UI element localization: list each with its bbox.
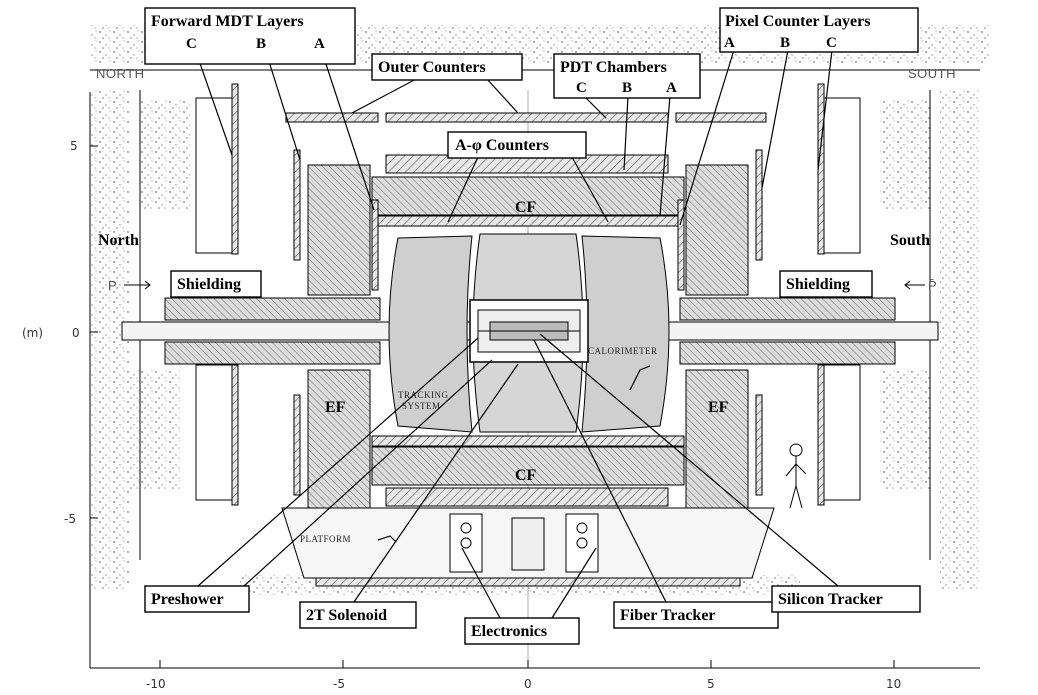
ef-right-label: EF <box>708 399 729 416</box>
x-tick-5: 5 <box>707 677 715 691</box>
svg-text:Outer Counters: Outer Counters <box>378 59 486 76</box>
x-tick-0: 0 <box>524 677 532 691</box>
inner-tracker <box>469 299 589 363</box>
calorimeter-label: CALORIMETER <box>588 346 658 356</box>
forward-muon-walls <box>307 164 749 521</box>
label-shielding-left: Shielding <box>170 270 262 298</box>
cf-bottom-label: CF <box>515 467 537 484</box>
svg-text:PDT Chambers: PDT Chambers <box>560 59 667 76</box>
pixel-letter-b: B <box>780 35 790 51</box>
south-label: South <box>890 232 930 249</box>
platform <box>281 507 775 587</box>
label-pdt-chambers: PDT Chambers C B A <box>553 53 701 99</box>
x-tick-neg5: -5 <box>333 677 345 691</box>
outer-counter-bars <box>285 112 767 123</box>
mdt-layer-plates <box>195 83 379 506</box>
y-axis-unit: (m) <box>22 326 43 340</box>
axes: (m) 5 0 -5 -10 -5 0 5 10 <box>22 92 980 691</box>
north-label: North <box>98 232 139 249</box>
pdt-chambers-lower <box>371 435 685 507</box>
svg-text:Pixel Counter Layers: Pixel Counter Layers <box>725 13 870 30</box>
label-fiber-tracker: Fiber Tracker <box>613 601 779 629</box>
svg-text:Electronics: Electronics <box>471 623 547 640</box>
mdt-letter-a: A <box>314 36 325 52</box>
person-icon <box>785 443 807 509</box>
label-a-phi-counters: A-φ Counters <box>447 131 587 159</box>
label-forward-mdt: Forward MDT Layers C B A <box>144 7 356 65</box>
north-upper-label: NORTH <box>96 66 144 81</box>
x-tick-10: 10 <box>886 677 901 691</box>
svg-text:P: P <box>108 278 117 293</box>
x-tick-neg10: -10 <box>146 677 166 691</box>
label-solenoid: 2T Solenoid <box>299 601 417 629</box>
svg-text:Fiber Tracker: Fiber Tracker <box>620 607 716 624</box>
label-shielding-right: Shielding <box>779 270 873 298</box>
label-outer-counters: Outer Counters <box>371 53 523 81</box>
ef-left-label: EF <box>325 399 346 416</box>
svg-text:Preshower: Preshower <box>151 591 224 608</box>
cf-top-label: CF <box>515 199 537 216</box>
label-pixel-counter: Pixel Counter Layers A B C <box>719 7 919 53</box>
svg-text:P̄: P̄ <box>928 278 937 293</box>
y-tick-5: 5 <box>70 139 78 153</box>
leader-lines <box>195 49 839 619</box>
pixel-letter-a: A <box>724 35 735 51</box>
svg-text:Shielding: Shielding <box>786 276 850 293</box>
svg-text:Shielding: Shielding <box>177 276 241 293</box>
label-preshower: Preshower <box>144 585 250 613</box>
tracking-label-line1: TRACKING <box>398 390 449 400</box>
mdt-letter-b: B <box>256 36 266 52</box>
pdt-letter-a: A <box>666 80 677 96</box>
y-tick-0: 0 <box>72 326 80 340</box>
y-tick-neg5: -5 <box>64 512 76 526</box>
label-silicon-tracker: Silicon Tracker <box>771 585 921 613</box>
svg-text:Silicon Tracker: Silicon Tracker <box>778 591 883 608</box>
svg-text:Forward MDT Layers: Forward MDT Layers <box>151 13 304 30</box>
p-beam-left: P <box>108 278 151 293</box>
platform-label: PLATFORM <box>300 534 351 544</box>
mdt-letter-c: C <box>186 36 197 52</box>
p-bar-beam-right: P̄ <box>904 278 937 293</box>
pdt-letter-b: B <box>622 80 632 96</box>
pixel-layer-plates <box>677 83 861 506</box>
pdt-chambers-upper <box>371 154 685 227</box>
tracking-label-line2: SYSTEM <box>402 401 441 411</box>
svg-text:2T Solenoid: 2T Solenoid <box>306 607 387 624</box>
pdt-letter-c: C <box>576 80 587 96</box>
south-upper-label: SOUTH <box>908 66 956 81</box>
label-electronics: Electronics <box>464 617 580 645</box>
pixel-letter-c: C <box>826 35 837 51</box>
svg-text:A-φ Counters: A-φ Counters <box>455 137 549 154</box>
